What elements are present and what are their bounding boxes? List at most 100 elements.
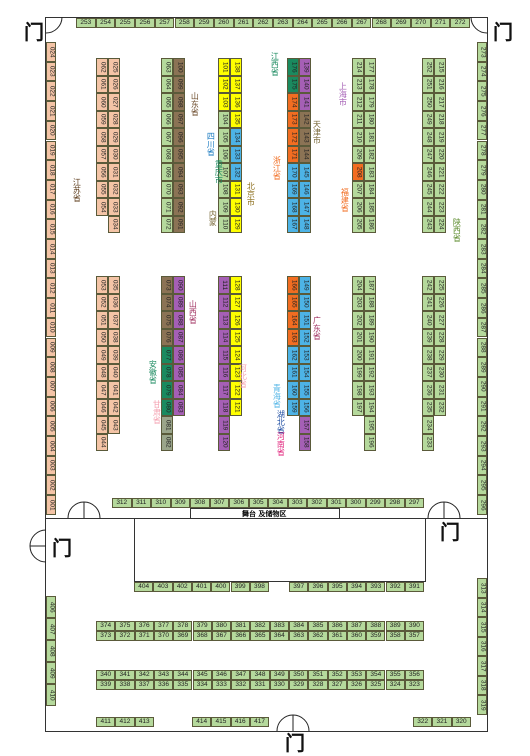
booth[interactable]: 010 (46, 317, 56, 338)
booth[interactable]: 045 (96, 416, 108, 434)
booth[interactable]: 158 (299, 433, 311, 451)
booth[interactable]: 079 (161, 381, 173, 399)
booth[interactable]: 173 (287, 110, 299, 128)
booth[interactable]: 082 (161, 433, 173, 451)
booth[interactable]: 407 (46, 618, 56, 640)
booth[interactable]: 194 (364, 398, 376, 416)
booth[interactable]: 282 (477, 219, 487, 239)
booth[interactable]: 230 (434, 363, 446, 381)
booth[interactable]: 373 (96, 631, 116, 641)
booth[interactable]: 246 (422, 163, 434, 181)
booth[interactable]: 153 (299, 346, 311, 364)
booth[interactable]: 068 (161, 145, 173, 163)
booth[interactable]: 047 (96, 381, 108, 399)
booth[interactable]: 319 (477, 695, 487, 715)
booth[interactable]: 021 (46, 101, 56, 121)
booth[interactable]: 402 (172, 582, 192, 592)
booth[interactable]: 190 (364, 328, 376, 346)
booth[interactable]: 252 (422, 58, 434, 76)
booth[interactable]: 358 (385, 631, 405, 641)
booth[interactable]: 217 (434, 93, 446, 111)
booth[interactable]: 271 (430, 18, 451, 28)
booth[interactable]: 202 (352, 311, 364, 329)
booth[interactable]: 189 (364, 311, 376, 329)
booth[interactable]: 071 (161, 198, 173, 216)
booth[interactable]: 095 (173, 145, 185, 163)
booth[interactable]: 255 (115, 18, 136, 28)
booth[interactable]: 294 (477, 455, 487, 476)
booth[interactable]: 324 (385, 680, 405, 690)
booth[interactable]: 179 (364, 93, 376, 111)
booth[interactable]: 243 (422, 215, 434, 233)
booth[interactable]: 070 (161, 180, 173, 198)
booth[interactable]: 288 (477, 337, 487, 358)
booth[interactable]: 409 (46, 662, 56, 684)
booth[interactable]: 145 (299, 163, 311, 181)
booth[interactable]: 108 (218, 180, 230, 198)
booth[interactable]: 262 (253, 18, 273, 28)
booth[interactable]: 275 (477, 81, 487, 102)
booth[interactable]: 384 (289, 621, 309, 631)
booth[interactable]: 186 (364, 215, 376, 233)
booth[interactable]: 198 (352, 381, 364, 399)
booth[interactable]: 057 (96, 145, 108, 163)
booth[interactable]: 258 (174, 18, 195, 28)
booth[interactable]: 340 (96, 670, 116, 680)
booth[interactable]: 339 (96, 680, 116, 690)
booth[interactable]: 285 (477, 278, 487, 299)
booth[interactable]: 233 (422, 433, 434, 451)
booth[interactable]: 149 (299, 276, 311, 294)
booth[interactable]: 300 (346, 498, 366, 508)
booth[interactable]: 278 (477, 140, 487, 161)
booth[interactable]: 316 (477, 636, 487, 656)
booth[interactable]: 110 (218, 215, 230, 233)
booth[interactable]: 063 (161, 58, 173, 76)
booth[interactable]: 231 (434, 381, 446, 399)
booth[interactable]: 342 (134, 670, 154, 680)
booth[interactable]: 050 (96, 328, 108, 346)
booth[interactable]: 020 (46, 120, 56, 141)
booth[interactable]: 210 (352, 128, 364, 146)
booth[interactable]: 104 (218, 110, 230, 128)
booth[interactable]: 399 (230, 582, 250, 592)
booth[interactable]: 005 (46, 416, 56, 436)
booth[interactable]: 290 (477, 376, 487, 397)
booth[interactable]: 309 (170, 498, 190, 508)
booth[interactable]: 325 (366, 680, 386, 690)
booth[interactable]: 345 (192, 670, 212, 680)
booth[interactable]: 253 (76, 18, 96, 28)
booth[interactable]: 335 (173, 680, 193, 690)
booth[interactable]: 028 (108, 110, 120, 128)
booth[interactable]: 040 (108, 363, 120, 381)
booth[interactable]: 329 (289, 680, 309, 690)
booth[interactable]: 401 (191, 582, 212, 592)
booth[interactable]: 171 (287, 145, 299, 163)
booth[interactable]: 073 (161, 276, 173, 294)
booth[interactable]: 381 (231, 621, 251, 631)
booth[interactable]: 386 (327, 621, 347, 631)
booth[interactable]: 151 (299, 311, 311, 329)
booth[interactable]: 242 (422, 276, 434, 294)
booth[interactable]: 144 (299, 145, 311, 163)
booth[interactable]: 310 (151, 498, 171, 508)
booth[interactable]: 029 (108, 128, 120, 146)
booth[interactable]: 131 (230, 180, 242, 198)
booth[interactable]: 229 (434, 346, 446, 364)
booth[interactable]: 119 (218, 416, 230, 434)
booth[interactable]: 292 (477, 416, 487, 436)
booth[interactable]: 356 (404, 670, 425, 680)
booth[interactable]: 026 (108, 75, 120, 93)
booth[interactable]: 265 (312, 18, 333, 28)
booth[interactable]: 117 (218, 381, 230, 399)
booth[interactable]: 375 (115, 621, 135, 631)
booth[interactable]: 238 (422, 346, 434, 364)
booth[interactable]: 035 (108, 276, 120, 294)
booth[interactable]: 257 (154, 18, 175, 28)
booth[interactable]: 052 (96, 293, 108, 311)
booth[interactable]: 284 (477, 258, 487, 279)
booth[interactable]: 105 (218, 128, 230, 146)
booth[interactable]: 239 (422, 328, 434, 346)
booth[interactable]: 032 (108, 180, 120, 198)
booth[interactable]: 160 (287, 381, 299, 399)
booth[interactable]: 328 (308, 680, 328, 690)
